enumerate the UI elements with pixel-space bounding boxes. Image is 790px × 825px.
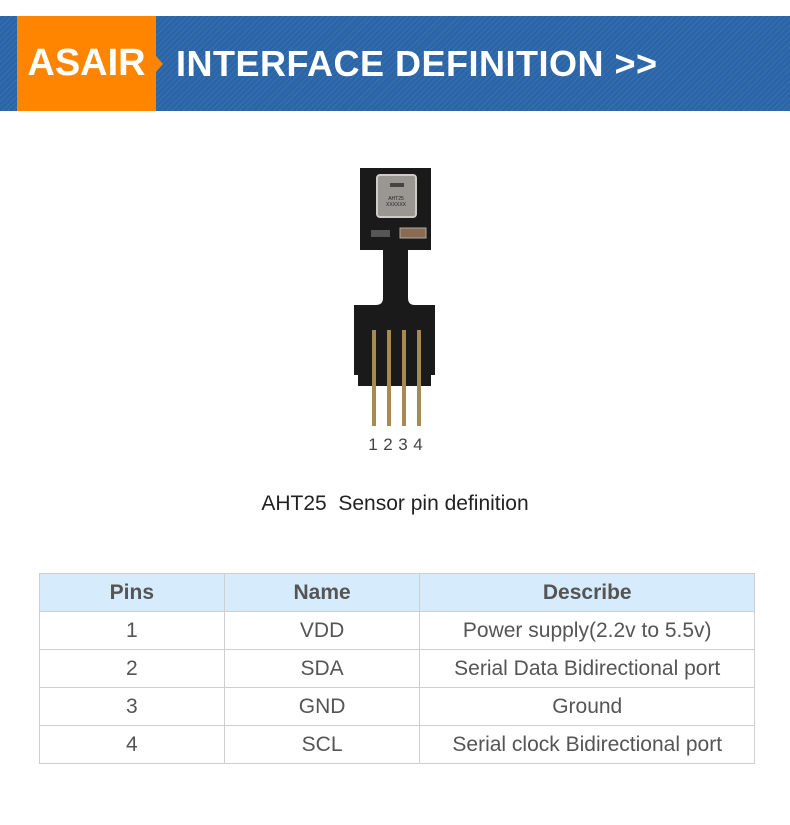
header-name: Name [223,573,421,612]
cell-pin: 1 [39,611,225,650]
pin-label: 2 [383,435,392,454]
cell-describe: Power supply(2.2v to 5.5v) [419,611,755,650]
cell-name: GND [223,687,421,726]
header-describe: Describe [419,573,755,612]
chip-label: AHT25 [388,196,404,202]
cell-name: SDA [223,649,421,688]
brand-arrow-icon [156,56,163,72]
chip-code: XXXXXX [386,202,407,208]
resistor [371,230,390,237]
sensor-illustration: AHT25 XXXXXX 1 2 3 4 [354,168,435,454]
sensor-chip [376,174,417,218]
cell-pin: 2 [39,649,225,688]
brand-logo: ASAIR [17,16,156,111]
cell-describe: Serial clock Bidirectional port [419,725,755,764]
capacitor [399,227,427,239]
pin-label: 4 [413,435,422,454]
pin-label: 1 [368,435,377,454]
cell-name: VDD [223,611,421,650]
header-pins: Pins [39,573,225,612]
pin-label: 3 [398,435,407,454]
table-header-row: Pins Name Describe [39,573,755,612]
figure-caption: AHT25 Sensor pin definition [261,492,529,515]
cell-pin: 3 [39,687,225,726]
sensor-pins [372,330,421,426]
cell-pin: 4 [39,725,225,764]
cell-describe: Serial Data Bidirectional port [419,649,755,688]
sensor-flex-cable [354,250,435,386]
cell-describe: Ground [419,687,755,726]
cell-name: SCL [223,725,421,764]
section-title: INTERFACE DEFINITION >> [176,43,658,84]
